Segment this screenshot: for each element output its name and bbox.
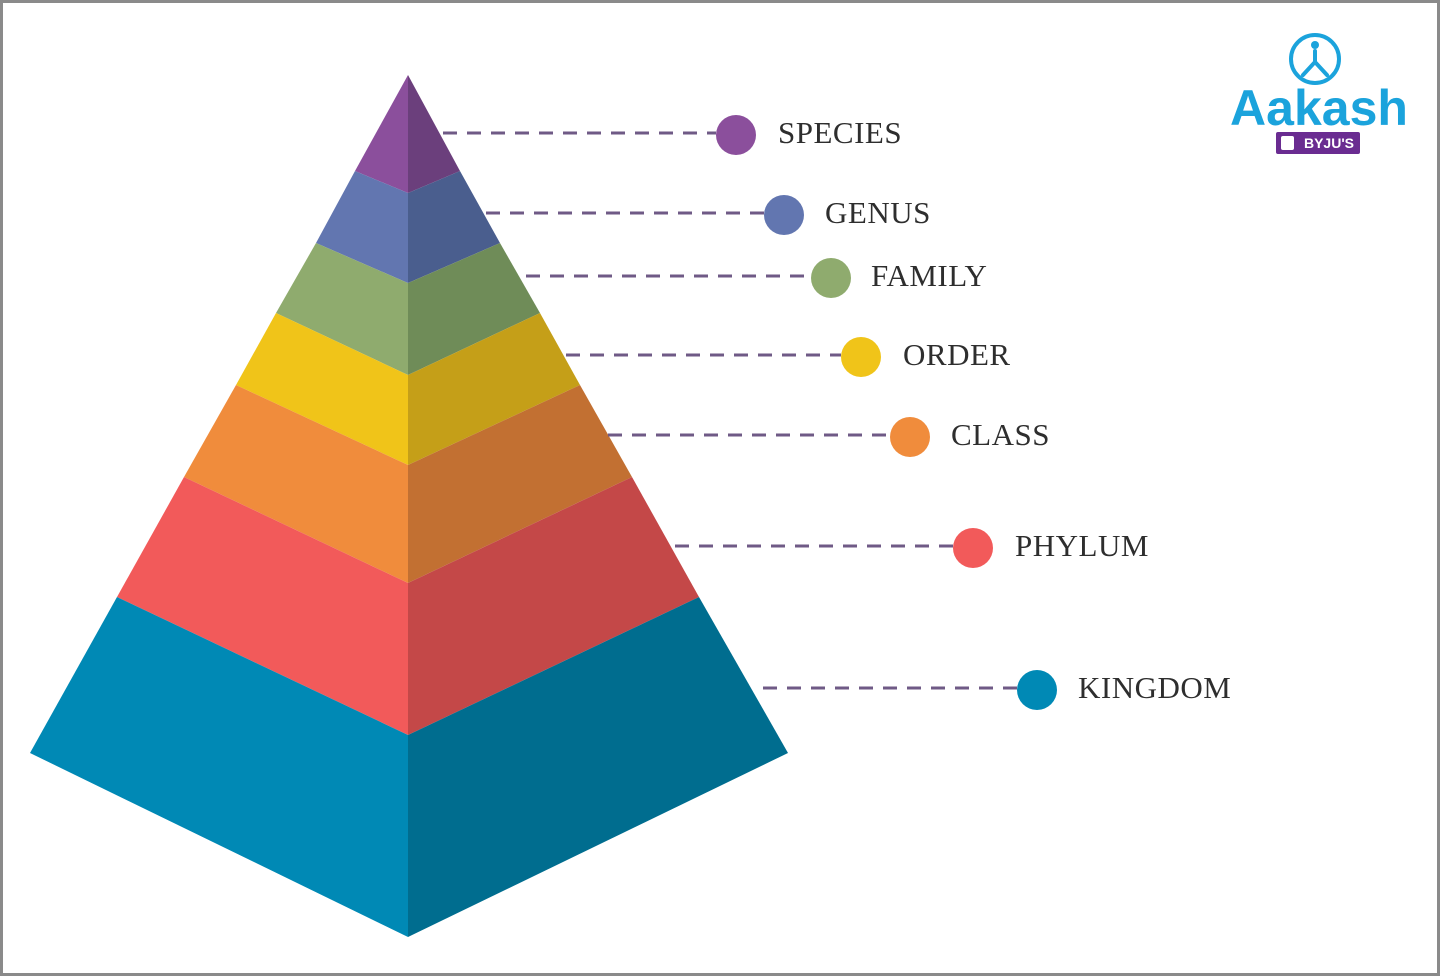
pyramid-level-class-left-face xyxy=(184,385,408,583)
pyramid-level-phylum-left-face xyxy=(117,477,408,735)
dot-class xyxy=(890,417,930,457)
pyramid-level-class-right-face xyxy=(408,385,632,583)
dot-order xyxy=(841,337,881,377)
label-phylum: PHYLUM xyxy=(1015,528,1149,563)
connectors xyxy=(443,131,1017,690)
dot-genus xyxy=(764,195,804,235)
level-dots xyxy=(716,115,1057,710)
logo-sub-text: BYJU'S xyxy=(1304,135,1354,151)
dot-kingdom xyxy=(1017,670,1057,710)
pyramid-level-species-right-face xyxy=(408,75,460,193)
pyramid-level-family-left-face xyxy=(276,243,408,375)
label-order: ORDER xyxy=(903,337,1011,372)
pyramid-level-kingdom-right-face xyxy=(408,597,788,937)
pyramid-level-phylum-right-face xyxy=(408,477,699,735)
label-species: SPECIES xyxy=(778,115,902,150)
pyramid-level-kingdom-left-face xyxy=(30,597,408,937)
dot-species xyxy=(716,115,756,155)
dot-family xyxy=(811,258,851,298)
pyramid-level-species-left-face xyxy=(355,75,408,193)
label-genus: GENUS xyxy=(825,195,931,230)
label-kingdom: KINGDOM xyxy=(1078,670,1231,705)
pyramid-level-genus-right-face xyxy=(408,171,500,283)
level-labels: SPECIES GENUS FAMILY ORDER CLASS PHYLUM KINGDO… xyxy=(778,115,1231,705)
dot-phylum xyxy=(953,528,993,568)
aakash-person-icon xyxy=(1289,33,1341,85)
pyramid-level-family-right-face xyxy=(408,243,540,375)
taxonomy-pyramid: SPECIES GENUS FAMILY ORDER CLASS PHYLUM KINGDO… xyxy=(30,75,1231,937)
pyramid-faces xyxy=(30,75,788,937)
label-family: FAMILY xyxy=(871,258,987,293)
logo-brand-text: Aakash xyxy=(1230,80,1408,136)
aakash-logo: Aakash BYJU'S xyxy=(1230,33,1408,156)
label-class: CLASS xyxy=(951,417,1050,452)
pyramid-level-order-left-face xyxy=(236,313,408,465)
pyramid-level-order-right-face xyxy=(408,313,580,465)
logo-sub-badge: BYJU'S xyxy=(1274,130,1362,156)
pyramid-level-genus-left-face xyxy=(316,171,408,283)
